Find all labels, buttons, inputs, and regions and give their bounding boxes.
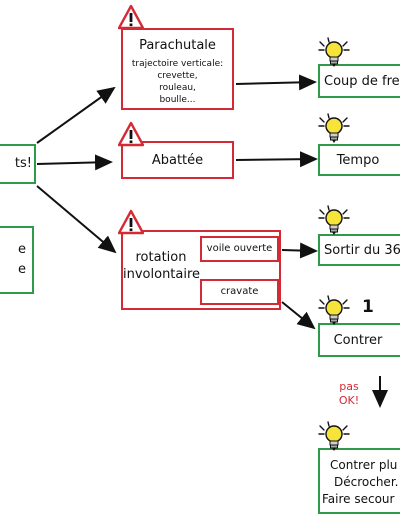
tempo-box: Tempo — [318, 144, 400, 176]
lightbulb-icon — [318, 37, 350, 67]
lightbulb-icon — [318, 421, 350, 451]
final-action-line-3: Faire secour — [322, 492, 395, 506]
parachutale-detail-4: boulle... — [159, 95, 196, 105]
warning-icon — [118, 209, 144, 235]
coup-de-frein-box: Coup de frei — [318, 64, 400, 98]
arrow-to-parachutale — [36, 86, 116, 144]
start-node-bottom-line-2: e — [18, 262, 26, 277]
step-number: 1 — [362, 297, 374, 317]
abattee-box: Abattée — [121, 141, 234, 179]
rotation-title-2: involontaire — [123, 267, 201, 282]
cravate-label: cravate — [220, 286, 259, 297]
coup-de-frein-label: Coup de frei — [324, 74, 400, 89]
arrow-to-coup — [235, 74, 317, 91]
arrow-to-rotation — [36, 185, 117, 254]
final-action-line-2: Décrocher. — [334, 475, 399, 489]
lightbulb-icon — [318, 295, 350, 325]
final-action-line-1: Contrer plu — [330, 458, 398, 472]
voile-ouverte-label: voile ouverte — [206, 243, 273, 254]
parachutale-detail-1: trajectoire verticale: — [131, 59, 224, 69]
parachutale-detail-2: crevette, — [157, 71, 198, 81]
arrow-to-abattee — [36, 154, 113, 171]
contrer-label: Contrer — [333, 333, 383, 348]
start-node-top: ts! — [0, 144, 36, 184]
lightbulb-icon — [318, 205, 350, 235]
arrow-to-contrer — [281, 301, 316, 330]
rotation-title-1: rotation — [135, 250, 187, 265]
start-node-bottom-line-1: e — [18, 242, 26, 257]
not-ok-label-1: pas — [339, 380, 359, 393]
start-node-top-label: ts! — [14, 156, 32, 171]
parachutale-detail-3: rouleau, — [159, 83, 196, 93]
sortir-label: Sortir du 36 — [324, 243, 400, 258]
cravate-box: cravate — [200, 279, 279, 305]
contrer-box: Contrer — [318, 323, 400, 357]
rotation-box: rotation involontaire voile ouverte crav… — [121, 230, 281, 310]
voile-ouverte-box: voile ouverte — [200, 236, 279, 262]
warning-icon — [118, 121, 144, 147]
arrow-to-tempo — [235, 151, 318, 168]
sortir-box: Sortir du 36 — [318, 234, 400, 266]
abattee-title: Abattée — [151, 153, 204, 168]
lightbulb-icon — [318, 113, 350, 143]
not-ok-label-2: OK! — [338, 394, 360, 407]
final-action-box: Contrer plu Décrocher. Faire secour — [318, 448, 400, 514]
tempo-label: Tempo — [336, 153, 380, 168]
start-node-bottom: e e — [0, 226, 34, 294]
warning-icon — [118, 4, 144, 30]
arrow-to-sortir — [281, 242, 318, 259]
parachutale-box: Parachutale trajectoire verticale: creve… — [121, 28, 234, 110]
parachutale-title: Parachutale — [139, 38, 216, 53]
